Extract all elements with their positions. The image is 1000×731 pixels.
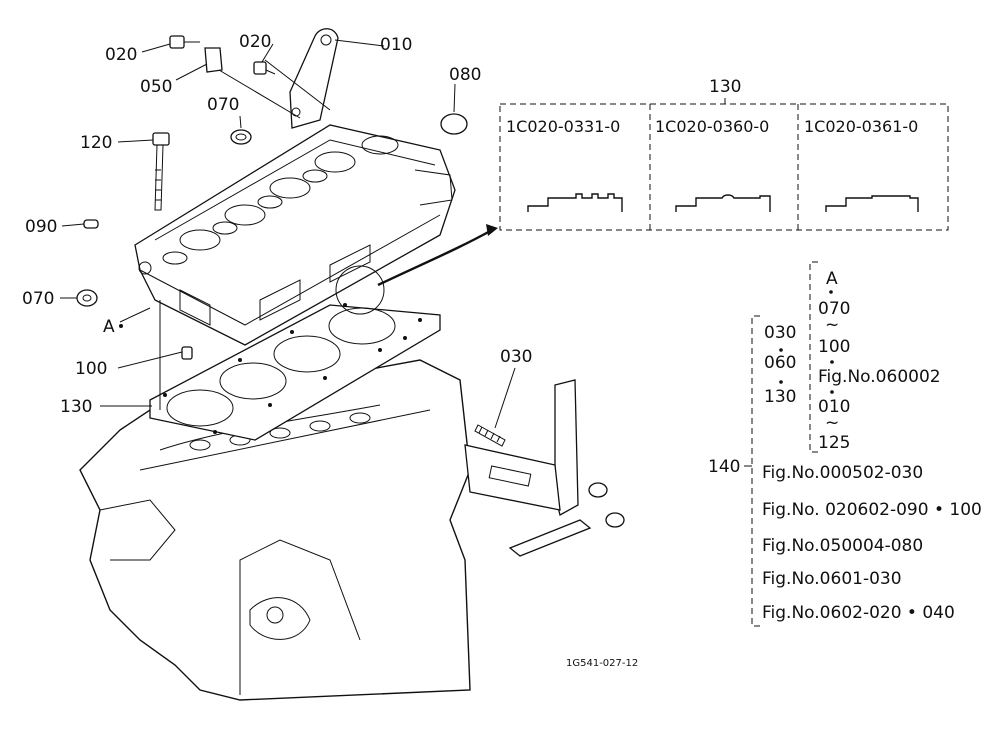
left-col-060: 060 [764, 353, 796, 373]
callout-100: 100 [75, 359, 107, 379]
ref-140: 140 [708, 457, 740, 477]
clip-050 [204, 47, 223, 73]
footer-code: 1G541-027-12 [566, 658, 638, 669]
variant-part-1: 1C020-0331-0 [506, 117, 620, 136]
bolt-020-right [253, 61, 276, 75]
hanger-010 [289, 28, 339, 129]
cylinder-head [134, 124, 456, 346]
callout-020-right: 020 [239, 32, 271, 52]
fig-line-1: Fig.No.000502-030 [762, 463, 923, 483]
right-col-fig: Fig.No.060002 [818, 367, 941, 387]
right-col-010: 010 [818, 397, 850, 417]
callout-010: 010 [380, 35, 412, 55]
callout-A: A [103, 317, 115, 337]
plug-080 [440, 113, 468, 135]
variant-part-3: 1C020-0361-0 [804, 117, 918, 136]
right-col-A: A [826, 269, 838, 289]
washer-070-upper [230, 129, 252, 145]
callout-120: 120 [80, 133, 112, 153]
sleeve-100 [181, 346, 193, 360]
callouts: 020 050 020 010 080 070 120 090 070 A 10… [22, 32, 532, 417]
callout-130: 130 [60, 397, 92, 417]
reference-group-140: 140 030 060 130 A 070 ~ 100 Fig.No.06000… [708, 261, 982, 627]
leader-lines [60, 39, 516, 429]
callout-080: 080 [449, 65, 481, 85]
notch-profile-1 [527, 193, 623, 212]
fig-line-5: Fig.No.0602-020 • 040 [762, 603, 955, 623]
right-col-070: 070 [818, 299, 850, 319]
callout-020-left: 020 [105, 45, 137, 65]
callout-050: 050 [140, 77, 172, 97]
fig-line-3: Fig.No.050004-080 [762, 536, 923, 556]
right-col-100: 100 [818, 337, 850, 357]
tilde-1: ~ [825, 315, 839, 335]
detail-arrow [335, 224, 498, 315]
notch-profile-3 [825, 195, 919, 212]
callout-090: 090 [25, 217, 57, 237]
callout-030: 030 [500, 347, 532, 367]
tilde-2: ~ [825, 413, 839, 433]
variant-part-2: 1C020-0360-0 [655, 117, 769, 136]
callout-070-upper: 070 [207, 95, 239, 115]
stud-030 [474, 424, 506, 447]
right-col-125: 125 [818, 433, 850, 453]
notch-profile-2 [675, 194, 771, 212]
head-gasket [149, 303, 441, 441]
engine-block [79, 359, 471, 701]
bolt-020-left [169, 35, 200, 49]
variants-ref-130: 130 [709, 77, 741, 97]
left-col-030: 030 [764, 323, 796, 343]
washer-070-lower [76, 289, 98, 307]
bracket [464, 379, 625, 557]
gasket-variants-box: 130 1C020-0331-0 1C020-0360-0 1C020-0361… [499, 77, 949, 231]
fig-line-4: Fig.No.0601-030 [762, 569, 902, 589]
callout-070-lower: 070 [22, 289, 54, 309]
pin-090 [83, 219, 99, 229]
bolt-120 [152, 132, 170, 211]
left-col-130: 130 [764, 387, 796, 407]
fig-line-2: Fig.No. 020602-090 • 100 [762, 500, 982, 520]
